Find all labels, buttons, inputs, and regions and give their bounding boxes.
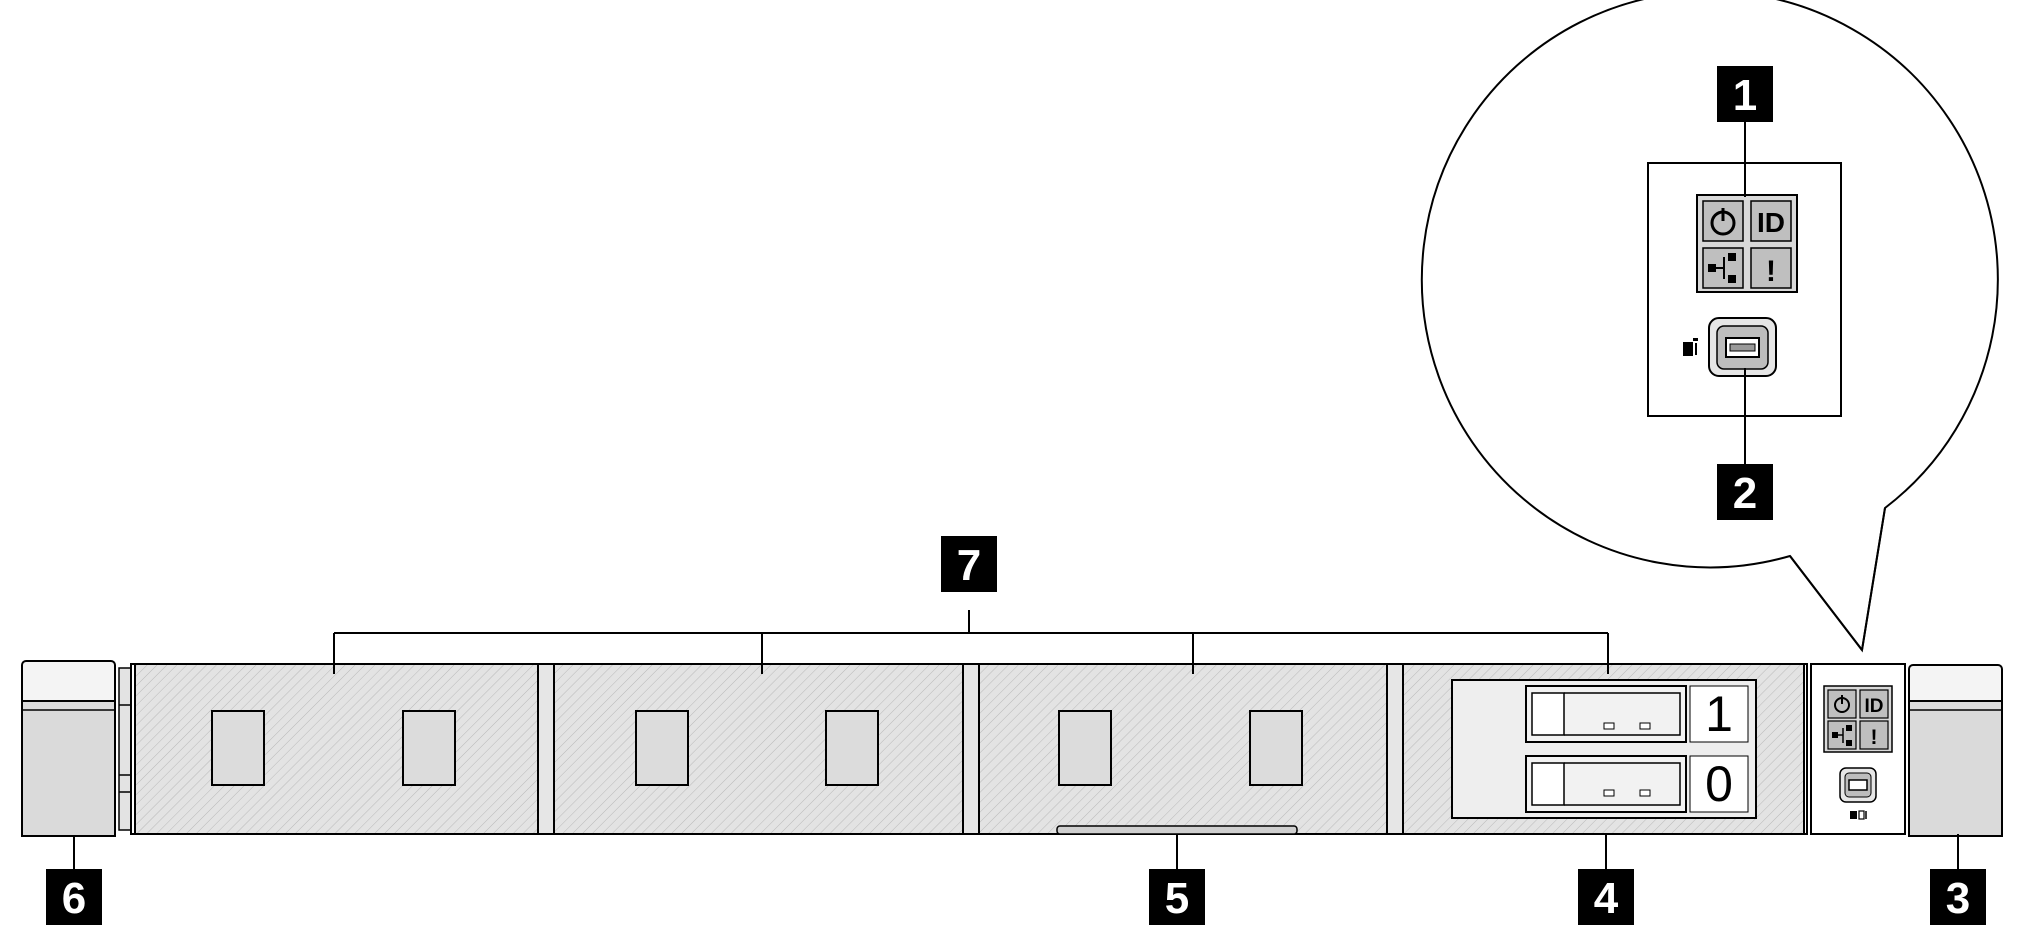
pull-out-information-tab[interactable] [1056, 825, 1298, 835]
drive-bay-0[interactable]: 0 [1525, 755, 1749, 813]
system-error-led: ! [1859, 720, 1889, 750]
id-button[interactable]: ID [1859, 689, 1889, 719]
drive-bay-filler-1 [134, 663, 539, 835]
svg-text:6: 6 [62, 874, 86, 923]
svg-text:1: 1 [1733, 71, 1757, 120]
svg-text:7: 7 [957, 541, 981, 590]
drive-bay-1[interactable]: 1 [1525, 685, 1749, 743]
svg-text:2: 2 [1733, 469, 1757, 518]
power-icon [1702, 200, 1744, 242]
network-activity-led [1827, 720, 1857, 750]
drive-bay-filler-2 [553, 663, 964, 835]
svg-text:4: 4 [1594, 874, 1619, 923]
callout-2: 2 [1717, 464, 1773, 520]
callout-1: 1 [1717, 66, 1773, 122]
zoom-pointer-left [1789, 555, 1863, 651]
bay-divider [1386, 663, 1404, 835]
zoom-pointer-right [1861, 507, 1886, 651]
svg-text:3: 3 [1946, 874, 1970, 923]
id-icon-label: ID [1757, 207, 1785, 238]
callout-5: 5 [1149, 869, 1205, 925]
network-activity-icon [1702, 247, 1744, 289]
callout-6: 6 [46, 869, 102, 925]
usb-port[interactable] [1839, 767, 1877, 803]
id-button-icon: ID [1750, 200, 1792, 242]
drive-bay-filler-3 [978, 663, 1388, 835]
id-button-label: ID [1865, 696, 1884, 717]
front-io-module: ID ! [1810, 663, 1906, 835]
callout-7: 7 [941, 536, 997, 592]
bracket-callout-7 [333, 610, 1609, 674]
zoom-callout-circle: ID ! [1420, 0, 1999, 653]
error-led-icon: ! [1750, 247, 1792, 289]
bay-divider [962, 663, 980, 835]
usb-management-icon [1850, 810, 1867, 820]
error-led-label: ! [1871, 726, 1878, 749]
error-icon-label: ! [1766, 255, 1776, 288]
callout-3: 3 [1930, 869, 1986, 925]
drive-bay-0-label: 0 [1705, 756, 1733, 812]
bay-divider [537, 663, 555, 835]
power-button[interactable] [1827, 689, 1857, 719]
right-rack-latch [1908, 664, 2003, 837]
server-front-chassis: 1 0 ID [21, 660, 2003, 837]
usb-management-icon [1683, 338, 1698, 356]
drive-bay-1-label: 1 [1705, 686, 1733, 742]
zoomed-button-cluster: ID ! [1696, 194, 1798, 293]
drive-cage: 1 0 [1402, 663, 1805, 835]
callout-4: 4 [1578, 869, 1634, 925]
left-rack-latch [21, 660, 132, 837]
zoomed-usb-port [1708, 317, 1777, 377]
svg-text:5: 5 [1165, 874, 1189, 923]
